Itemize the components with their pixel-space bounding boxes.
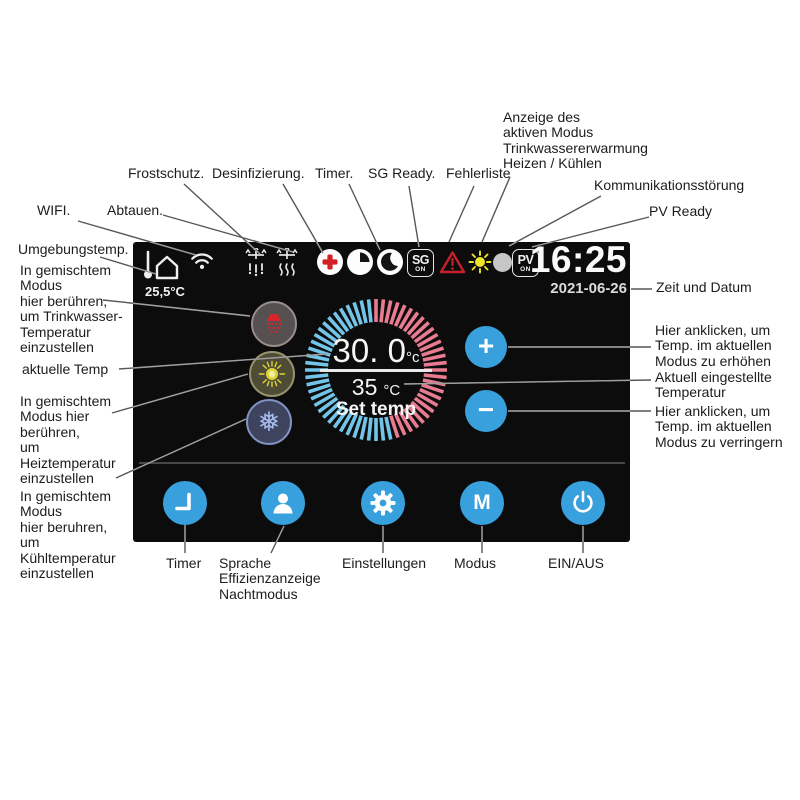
current-temp-reading: 30. 0°c <box>332 332 420 369</box>
user-button[interactable] <box>261 481 305 525</box>
dial-divider-line <box>320 369 432 372</box>
callout-mixed-heat: In gemischtem Modus hier berühren, um He… <box>20 393 116 487</box>
disinfection-icon <box>317 249 343 275</box>
callout-mixed-dhw: In gemischtem Modus hier berühren, um Tr… <box>20 262 123 356</box>
callout-time-date: Zeit und Datum <box>656 279 752 295</box>
error-warning-icon <box>439 251 466 274</box>
comm-status-icon <box>493 253 512 272</box>
clock-display: 16:25 <box>529 239 627 280</box>
defrost-icon <box>276 248 298 276</box>
plus-icon: + <box>477 329 495 361</box>
timer-button[interactable] <box>163 481 207 525</box>
shower-icon <box>266 314 282 334</box>
cool-temp-button[interactable]: ❅ <box>246 399 292 445</box>
callout-sg-ready: SG Ready. <box>368 165 436 181</box>
ambient-thermometer-house-icon <box>144 250 179 280</box>
set-temp-caption: Set temp <box>335 399 417 420</box>
label-onoff-button: EIN/AUS <box>548 555 605 571</box>
snowflake-icon: ❅ <box>257 406 281 438</box>
sg-ready-badge: SG ON <box>407 249 434 277</box>
callout-wifi: WIFI. <box>37 202 71 218</box>
sun-icon <box>258 360 286 388</box>
settings-button[interactable] <box>361 481 405 525</box>
bottom-bar-divider <box>139 462 625 464</box>
label-user-button: Sprache Effizienzanzeige Nachtmodus <box>219 555 321 602</box>
callout-comm-error: Kommunikationsstörung <box>594 177 745 193</box>
wifi-icon <box>191 253 213 270</box>
power-button[interactable] <box>561 481 605 525</box>
person-icon <box>273 493 293 514</box>
date-display: 2021-06-26 <box>550 280 627 297</box>
mode-button[interactable]: M <box>460 481 504 525</box>
heat-temp-button[interactable] <box>249 351 295 397</box>
active-mode-sun-icon <box>468 250 492 274</box>
callout-current-temp: aktuelle Temp <box>22 361 109 377</box>
callout-mixed-cool: In gemischtem Modus hier beruhren, um Kü… <box>20 488 116 582</box>
callout-defrost: Abtauen. <box>107 202 164 218</box>
callout-decrease-temp: Hier anklicken, um Temp. im aktuellen Mo… <box>655 403 783 450</box>
callout-timer: Timer. <box>315 165 354 181</box>
frost-protection-icon <box>245 248 267 277</box>
callout-ambient-temp: Umgebungstemp. <box>18 241 129 257</box>
callout-error-list: Fehlerliste <box>446 165 511 181</box>
label-mode-button: Modus <box>454 555 497 571</box>
set-temp-reading: 35°C <box>351 374 401 400</box>
callout-increase-temp: Hier anklicken, um Temp. im aktuellen Mo… <box>655 322 772 369</box>
label-timer-button: Timer <box>166 555 202 571</box>
increase-temp-button[interactable]: + <box>465 326 507 368</box>
timer-clock-icon <box>347 249 373 275</box>
callout-frost-protection: Frostschutz. <box>128 165 205 181</box>
callout-set-temp: Aktuell eingestellte Temperatur <box>655 369 772 401</box>
timer-corner-icon <box>175 492 191 511</box>
night-mode-moon-icon <box>377 249 403 275</box>
callout-active-mode: Anzeige des aktiven Modus Trinkwassererw… <box>503 109 648 172</box>
callout-disinfection: Desinfizierung. <box>212 165 305 181</box>
minus-icon: − <box>477 393 495 425</box>
thermostat-screen: 25,5°C <box>133 239 630 542</box>
power-icon <box>573 490 593 513</box>
callout-pv-ready: PV Ready <box>649 203 713 219</box>
ambient-temp-value: 25,5°C <box>145 284 185 299</box>
gear-icon <box>370 490 396 516</box>
label-settings-button: Einstellungen <box>342 555 427 571</box>
dhw-temp-button[interactable] <box>251 301 297 347</box>
decrease-temp-button[interactable]: − <box>465 390 507 432</box>
mode-letter: M <box>473 491 491 514</box>
